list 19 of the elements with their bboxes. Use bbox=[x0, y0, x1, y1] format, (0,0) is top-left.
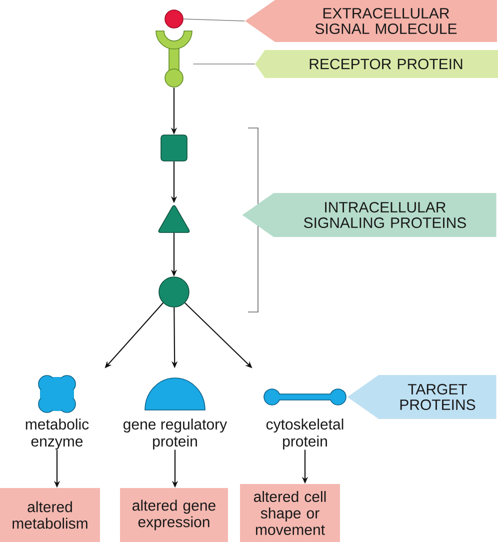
label-banner: EXTRACELLULAR SIGNAL MOLECULE bbox=[245, 0, 497, 42]
result-box: altered cell shape or movement bbox=[240, 484, 340, 542]
label-banner: INTRACELLULAR SIGNALING PROTEINS bbox=[242, 193, 496, 237]
label-banner: TARGET PROTEINS bbox=[347, 375, 496, 419]
target-protein: cytoskeletal protein bbox=[264, 388, 346, 450]
label-banner: RECEPTOR PROTEIN bbox=[255, 50, 498, 78]
target-protein: metabolic enzyme bbox=[26, 375, 89, 450]
signal-molecule bbox=[164, 10, 184, 28]
node-label: cytoskeletal protein bbox=[266, 418, 344, 450]
target-protein: gene regulatory protein bbox=[124, 378, 228, 450]
node-label: gene regulatory protein bbox=[124, 418, 228, 450]
protein-triangle bbox=[158, 205, 190, 233]
receptor-drawing bbox=[156, 30, 192, 88]
result-box: altered gene expression bbox=[120, 488, 228, 542]
result-box: altered metabolism bbox=[0, 488, 100, 542]
protein-square bbox=[160, 134, 188, 162]
leader-line bbox=[183, 18, 246, 22]
protein-circle bbox=[158, 276, 190, 308]
node-label: metabolic enzyme bbox=[26, 418, 89, 450]
